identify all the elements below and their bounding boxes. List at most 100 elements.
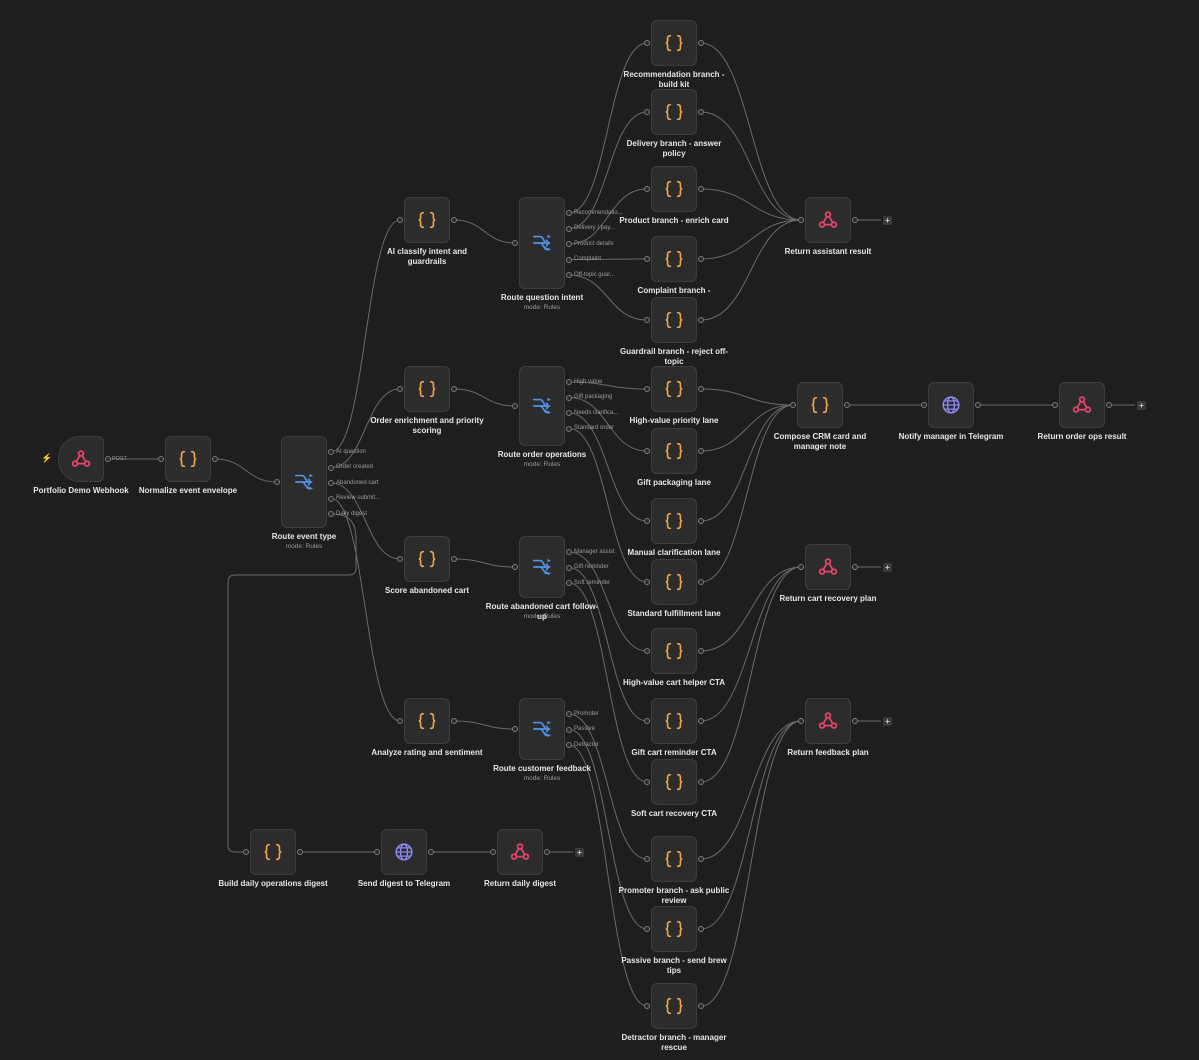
node-route-event[interactable] xyxy=(281,436,327,528)
input-port[interactable] xyxy=(644,186,650,192)
add-node-button[interactable]: + xyxy=(575,847,584,857)
node-passive-branch[interactable] xyxy=(651,906,697,952)
input-port[interactable] xyxy=(644,856,650,862)
output-port[interactable] xyxy=(698,579,704,585)
output-port[interactable] xyxy=(544,849,550,855)
node-complaint-branch[interactable] xyxy=(651,236,697,282)
input-port[interactable] xyxy=(512,403,518,409)
node-delivery-branch[interactable] xyxy=(651,89,697,135)
input-port[interactable] xyxy=(512,240,518,246)
node-score-cart[interactable] xyxy=(404,536,450,582)
node-standard-lane[interactable] xyxy=(651,559,697,605)
output-port[interactable] xyxy=(698,448,704,454)
connection-wire[interactable] xyxy=(568,397,648,452)
input-port[interactable] xyxy=(644,579,650,585)
connection-wire[interactable] xyxy=(568,111,648,229)
input-port[interactable] xyxy=(1052,402,1058,408)
connection-wire[interactable] xyxy=(330,388,401,468)
input-port[interactable] xyxy=(921,402,927,408)
connection-wire[interactable] xyxy=(568,428,648,583)
node-analyze-rating[interactable] xyxy=(404,698,450,744)
output-port[interactable] xyxy=(566,272,572,278)
input-port[interactable] xyxy=(644,718,650,724)
input-port[interactable] xyxy=(644,648,650,654)
output-port[interactable] xyxy=(566,241,572,247)
node-webhook[interactable] xyxy=(58,436,104,482)
output-port[interactable] xyxy=(1106,402,1112,408)
output-port[interactable] xyxy=(428,849,434,855)
input-port[interactable] xyxy=(798,217,804,223)
output-port[interactable] xyxy=(328,449,334,455)
connection-wire[interactable] xyxy=(568,381,648,390)
connection-wire[interactable] xyxy=(568,412,648,522)
input-port[interactable] xyxy=(397,718,403,724)
input-port[interactable] xyxy=(490,849,496,855)
node-gift-cart[interactable] xyxy=(651,698,697,744)
node-promoter-branch[interactable] xyxy=(651,836,697,882)
connection-wire[interactable] xyxy=(700,404,794,522)
connection-wire[interactable] xyxy=(700,219,802,260)
output-port[interactable] xyxy=(451,718,457,724)
node-return-cart[interactable] xyxy=(805,544,851,590)
output-port[interactable] xyxy=(698,317,704,323)
input-port[interactable] xyxy=(644,256,650,262)
input-port[interactable] xyxy=(644,386,650,392)
output-port[interactable] xyxy=(451,386,457,392)
input-port[interactable] xyxy=(397,217,403,223)
output-port[interactable] xyxy=(566,379,572,385)
output-port[interactable] xyxy=(698,518,704,524)
node-manual-lane[interactable] xyxy=(651,498,697,544)
output-port[interactable] xyxy=(566,394,572,401)
node-route-feedback[interactable] xyxy=(519,698,565,760)
connection-wire[interactable] xyxy=(700,111,802,221)
add-node-button[interactable]: + xyxy=(883,562,892,572)
output-port[interactable] xyxy=(698,779,704,785)
connection-wire[interactable] xyxy=(700,42,802,221)
connection-wire[interactable] xyxy=(700,404,794,452)
connection-wire[interactable] xyxy=(453,388,516,407)
connection-wire[interactable] xyxy=(700,219,802,321)
connection-wire[interactable] xyxy=(453,720,516,730)
connection-wire[interactable] xyxy=(700,566,802,783)
node-return-digest[interactable] xyxy=(497,829,543,875)
connection-wire[interactable] xyxy=(568,582,648,783)
output-port[interactable] xyxy=(451,556,457,562)
node-high-value-lane[interactable] xyxy=(651,366,697,412)
node-rec-branch[interactable] xyxy=(651,20,697,66)
connection-wire[interactable] xyxy=(568,188,648,245)
output-port[interactable] xyxy=(566,742,572,748)
output-port[interactable] xyxy=(297,849,303,855)
node-hv-cart[interactable] xyxy=(651,628,697,674)
input-port[interactable] xyxy=(274,479,280,485)
connection-wire[interactable] xyxy=(700,566,802,652)
node-send-digest[interactable] xyxy=(381,829,427,875)
output-port[interactable] xyxy=(844,402,850,408)
connection-wire[interactable] xyxy=(330,219,401,453)
connection-wire[interactable] xyxy=(700,188,802,221)
node-guardrail-branch[interactable] xyxy=(651,297,697,343)
output-port[interactable] xyxy=(566,580,572,586)
output-port[interactable] xyxy=(566,564,572,571)
input-port[interactable] xyxy=(798,718,804,724)
output-port[interactable] xyxy=(698,926,704,932)
connection-wire[interactable] xyxy=(568,258,648,260)
connection-wire[interactable] xyxy=(330,498,401,722)
output-port[interactable] xyxy=(328,464,334,471)
connection-wire[interactable] xyxy=(568,744,648,1007)
node-daily-digest[interactable] xyxy=(250,829,296,875)
node-soft-cart[interactable] xyxy=(651,759,697,805)
output-port[interactable] xyxy=(328,511,334,517)
input-port[interactable] xyxy=(790,402,796,408)
connection-wire[interactable] xyxy=(700,566,802,722)
output-port[interactable] xyxy=(852,564,858,570)
output-port[interactable] xyxy=(852,217,858,223)
node-route-question[interactable] xyxy=(519,197,565,289)
input-port[interactable] xyxy=(512,564,518,570)
output-port[interactable] xyxy=(698,718,704,724)
node-return-assistant[interactable] xyxy=(805,197,851,243)
input-port[interactable] xyxy=(243,849,249,855)
output-port[interactable] xyxy=(698,109,704,115)
output-port[interactable] xyxy=(698,386,704,392)
output-port[interactable] xyxy=(698,186,704,192)
node-route-order[interactable] xyxy=(519,366,565,446)
